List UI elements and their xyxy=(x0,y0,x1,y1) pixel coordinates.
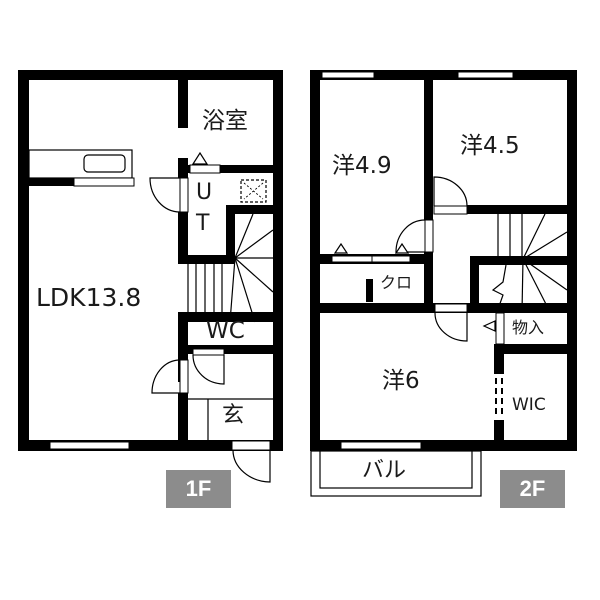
sliding-door-marker-icon xyxy=(482,320,496,332)
window xyxy=(457,71,514,79)
room-6-door-swing xyxy=(434,312,468,342)
wall xyxy=(424,70,433,170)
room-4-5-door xyxy=(433,205,468,215)
room-4-5-door-swing xyxy=(433,176,468,207)
wall xyxy=(29,178,74,186)
wall xyxy=(494,420,504,441)
washing-machine-x-icon xyxy=(243,182,264,200)
wall xyxy=(226,205,283,214)
wall xyxy=(273,70,283,451)
window xyxy=(340,441,422,450)
room-label-storage: 物入 xyxy=(512,318,545,337)
wall xyxy=(178,393,188,441)
room-label-utility-u: U xyxy=(196,180,213,205)
room-label-toilet: WC xyxy=(206,318,245,344)
wc-door-swing xyxy=(192,354,225,385)
sliding-door-marker-icon xyxy=(333,242,349,254)
wall xyxy=(188,345,283,354)
room-label-bathroom: 浴室 xyxy=(202,108,248,134)
room-label-western-6: 洋6 xyxy=(382,368,420,394)
room-label-entrance: 玄 xyxy=(222,403,245,428)
wall xyxy=(310,70,577,80)
wall xyxy=(494,354,504,374)
wall xyxy=(226,205,235,255)
floor-1f xyxy=(18,70,283,483)
wall xyxy=(18,70,29,451)
door-opening xyxy=(424,219,434,253)
wall xyxy=(178,255,235,264)
wc-door xyxy=(192,348,225,356)
room-label-closet: クロ xyxy=(380,273,413,292)
kitchen-sink-icon xyxy=(83,154,126,173)
wall xyxy=(188,165,283,173)
wall xyxy=(494,344,577,354)
wall xyxy=(18,440,283,451)
floor-2f xyxy=(310,70,577,497)
wall xyxy=(178,70,188,128)
door-opening xyxy=(179,177,189,213)
wall xyxy=(424,264,433,312)
closet-door xyxy=(371,255,411,263)
wall xyxy=(178,312,283,322)
room-label-balcony: バル xyxy=(362,458,407,483)
wall xyxy=(18,70,283,80)
door-opening xyxy=(179,359,189,394)
room-label-western-4-9: 洋4.9 xyxy=(332,153,392,179)
door-opening xyxy=(231,440,271,451)
wall xyxy=(178,322,188,382)
room-label-western-4-5: 洋4.5 xyxy=(460,133,520,159)
entry-door-swing xyxy=(232,449,271,483)
room-label-ldk: LDK13.8 xyxy=(36,283,142,312)
wall xyxy=(470,256,479,312)
sliding-door-marker-icon xyxy=(394,242,410,254)
wall xyxy=(467,205,577,214)
kitchen-partition xyxy=(73,177,135,187)
closet-rod xyxy=(366,279,373,302)
room-6-door xyxy=(434,303,468,313)
room-label-utility-t: T xyxy=(196,211,210,236)
wall xyxy=(178,158,188,178)
closet-door xyxy=(331,255,373,263)
floor-badge-1f: 1F xyxy=(166,470,231,508)
wall xyxy=(424,170,433,220)
window xyxy=(49,441,130,450)
stair-break-icon xyxy=(491,264,507,313)
balcony-inner xyxy=(319,450,473,489)
window xyxy=(321,71,375,79)
floor-badge-2f: 2F xyxy=(500,470,565,508)
wall xyxy=(310,440,577,451)
room-4-9-door-swing xyxy=(395,219,426,253)
bath-door xyxy=(189,164,221,174)
sliding-door-marker-icon xyxy=(191,151,209,165)
wall xyxy=(178,212,188,264)
hall-door-swing xyxy=(151,359,181,394)
storage-door xyxy=(495,312,505,345)
utility-door-swing xyxy=(149,177,181,213)
room-label-wic: WIC xyxy=(512,395,546,415)
